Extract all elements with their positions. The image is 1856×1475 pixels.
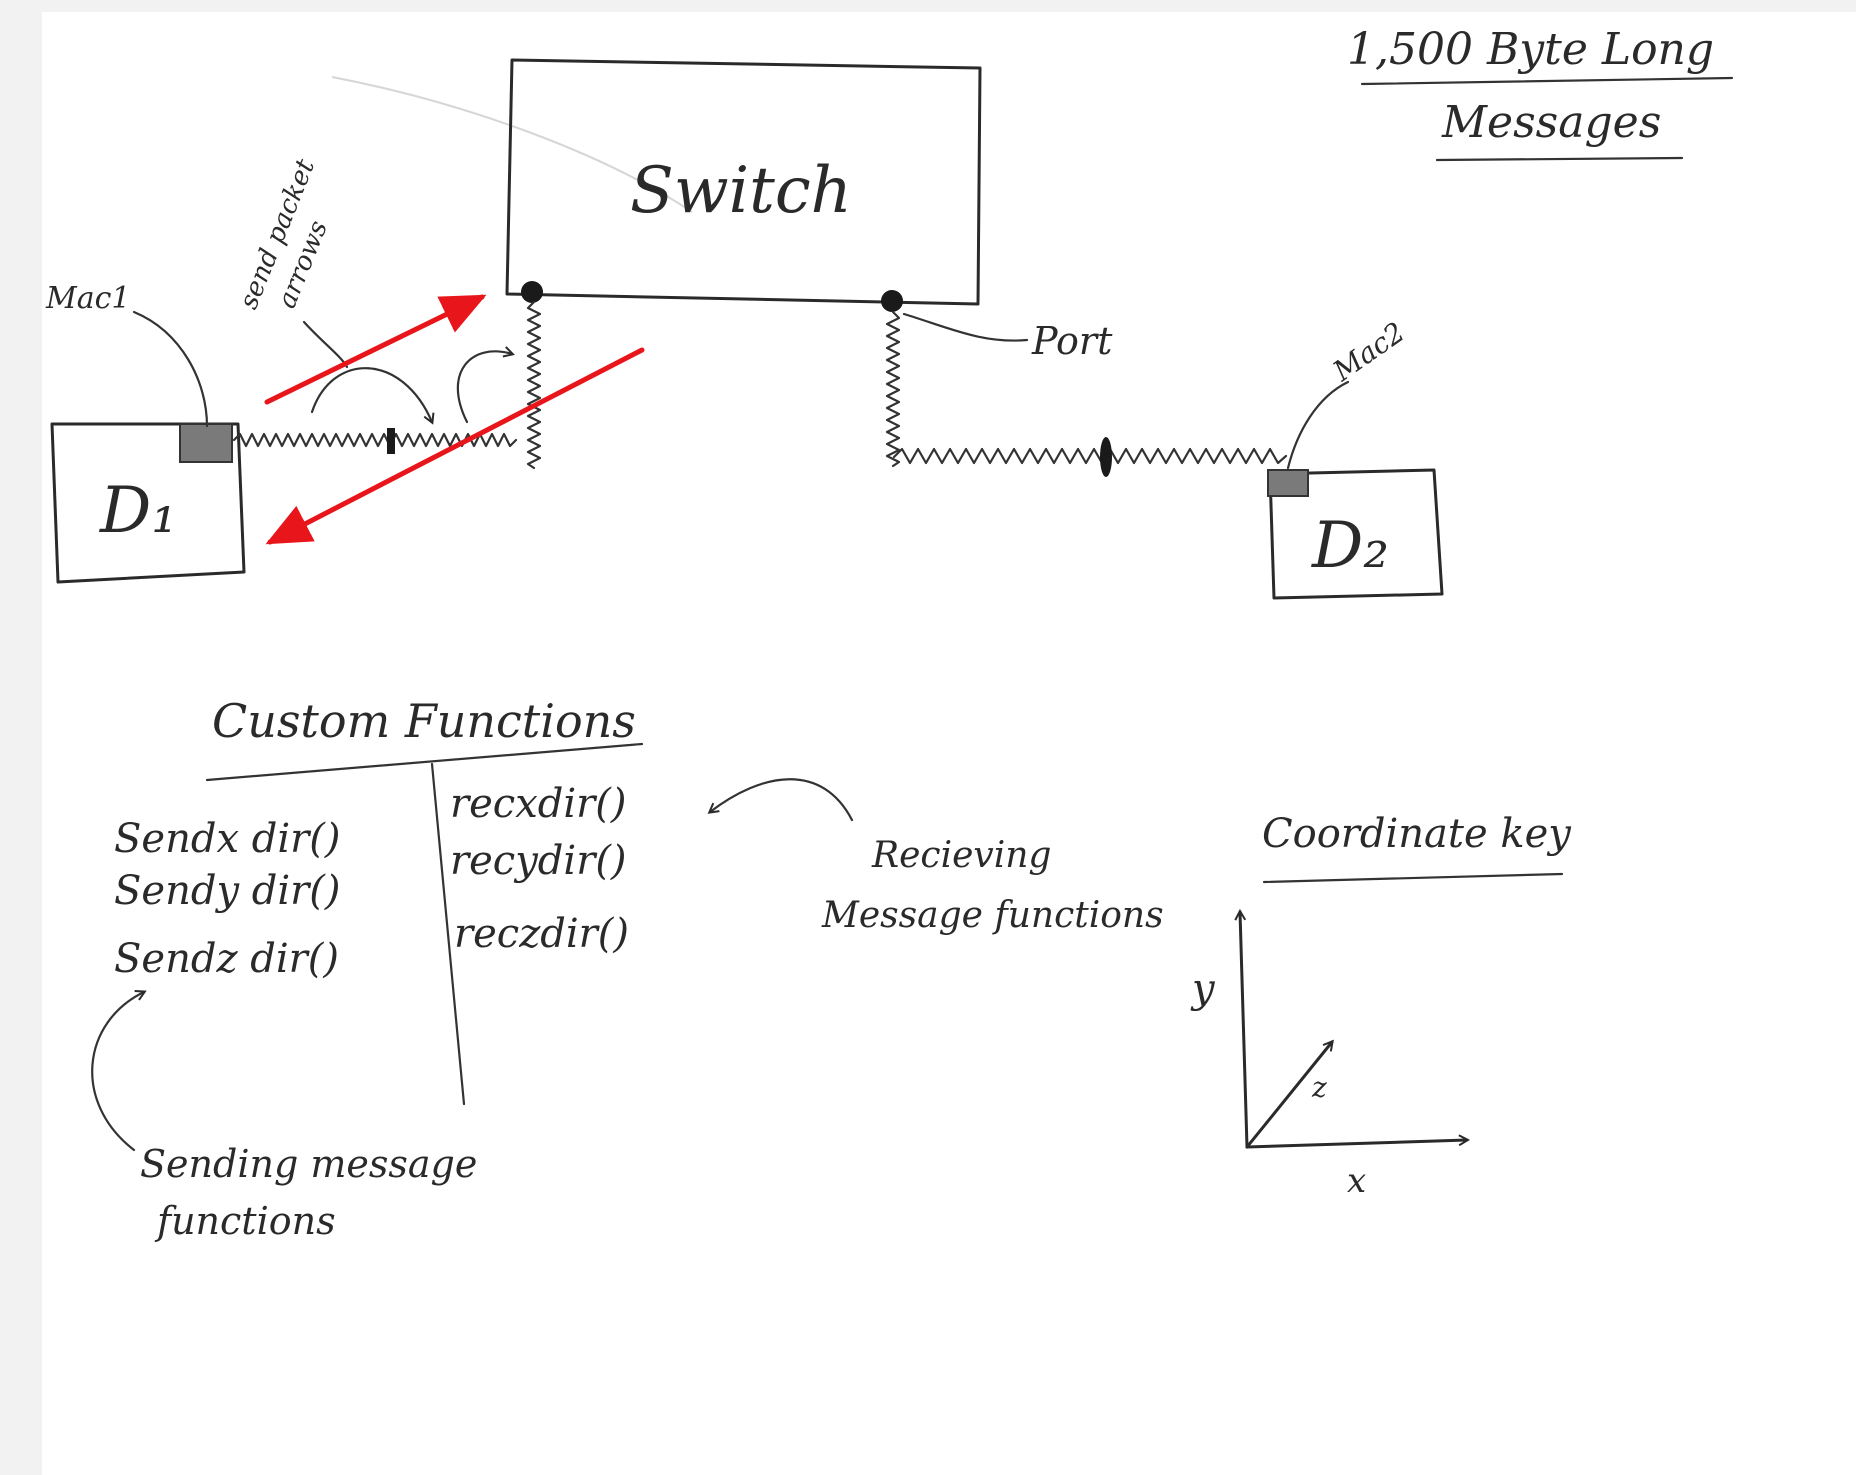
title-underline-2 bbox=[1435, 156, 1684, 162]
port-label: Port bbox=[1031, 319, 1113, 363]
table-top-rule bbox=[205, 742, 644, 782]
send-y-function: Sendy dir() bbox=[114, 868, 340, 914]
mac1-interface bbox=[179, 423, 233, 463]
mac2-label: Mac2 bbox=[1326, 315, 1410, 388]
receive-y-function: recydir() bbox=[450, 838, 627, 884]
device-d2-label: D₂ bbox=[1311, 509, 1389, 583]
device-d1: D₁ bbox=[50, 422, 246, 584]
coordinate-key-heading: Coordinate key bbox=[1262, 811, 1572, 857]
coordinate-key: Coordinate key y z x bbox=[1190, 811, 1572, 1201]
title-underline-1 bbox=[1360, 76, 1734, 86]
curved-arrow-2 bbox=[456, 351, 512, 424]
device-d1-label: D₁ bbox=[99, 474, 177, 548]
receive-x-function: recxdir() bbox=[450, 781, 626, 827]
send-x-function: Sendx dir() bbox=[114, 816, 340, 862]
mac2-pointer bbox=[1286, 380, 1350, 470]
table-divider bbox=[430, 762, 466, 1106]
mac2-interface bbox=[1267, 469, 1309, 497]
receiving-note-arrow bbox=[710, 778, 854, 822]
switch-box: Switch bbox=[505, 58, 982, 306]
red-arrow-to-device bbox=[265, 347, 645, 545]
z-axis-arrow bbox=[1245, 1042, 1332, 1149]
device-d2: D₂ bbox=[1267, 468, 1444, 600]
red-arrow-to-switch bbox=[264, 294, 487, 405]
sending-note-line-1: Sending message bbox=[140, 1142, 477, 1186]
send-annotation-pointer bbox=[302, 320, 349, 369]
network-sketch: 1,500 Byte Long Messages Switch D₁ D₂ Ma… bbox=[45, 24, 1734, 1243]
custom-functions-table: Custom Functions Sendx dir() Sendy dir()… bbox=[114, 694, 644, 1106]
port-pointer bbox=[902, 312, 1029, 342]
cable-left-horizontal bbox=[232, 432, 518, 448]
send-packet-annotation: send packet arrows bbox=[234, 155, 334, 314]
x-axis-label: x bbox=[1347, 1161, 1366, 1201]
switch-label: Switch bbox=[630, 154, 852, 228]
send-z-function: Sendz dir() bbox=[114, 936, 339, 982]
z-axis-label: z bbox=[1311, 1071, 1327, 1104]
custom-functions-heading: Custom Functions bbox=[212, 694, 636, 748]
cable-left-connector bbox=[387, 428, 395, 454]
coordinate-key-underline bbox=[1262, 872, 1564, 884]
receiving-note-line-2: Message functions bbox=[821, 895, 1164, 936]
receiving-note-line-1: Recieving bbox=[871, 835, 1051, 876]
switch-port-right bbox=[881, 290, 903, 312]
mac1-pointer bbox=[132, 310, 209, 428]
y-axis-label: y bbox=[1190, 966, 1216, 1012]
title-block: 1,500 Byte Long Messages bbox=[1347, 24, 1734, 162]
cable-right-connector bbox=[1100, 437, 1112, 477]
stray-pencil-line bbox=[331, 76, 693, 213]
sending-note-arrow bbox=[91, 992, 144, 1152]
sketch-paper: 1,500 Byte Long Messages Switch D₁ D₂ Ma… bbox=[42, 12, 1856, 1475]
sending-note-line-2: functions bbox=[154, 1199, 336, 1243]
cable-right-horizontal bbox=[892, 447, 1288, 465]
cable-left-vertical bbox=[526, 300, 542, 470]
title-line-2: Messages bbox=[1441, 97, 1661, 148]
receive-z-function: reczdir() bbox=[454, 911, 629, 957]
y-axis-arrow bbox=[1240, 912, 1249, 1149]
title-line-1: 1,500 Byte Long bbox=[1347, 24, 1714, 75]
mac1-label: Mac1 bbox=[45, 281, 131, 316]
curved-arrow-1 bbox=[310, 367, 432, 422]
x-axis-arrow bbox=[1245, 1140, 1467, 1149]
switch-port-left bbox=[521, 281, 543, 303]
cable-right-vertical bbox=[885, 310, 901, 468]
